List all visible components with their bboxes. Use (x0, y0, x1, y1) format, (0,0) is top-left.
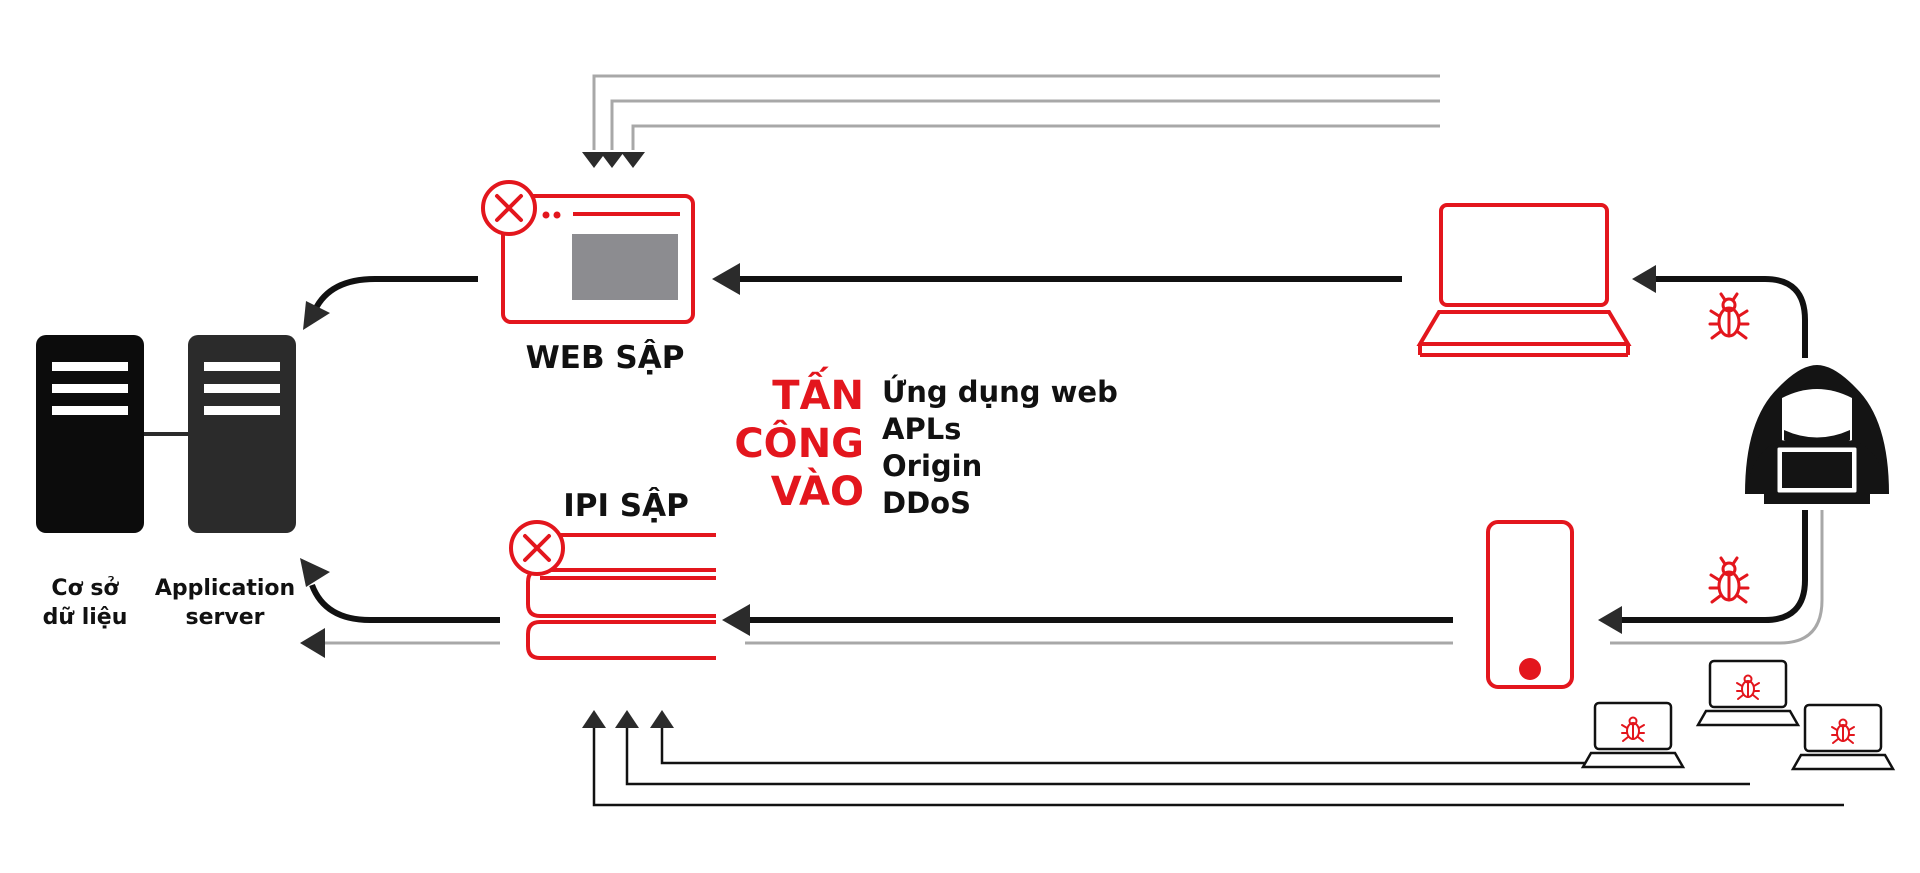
app-server-label: Application server (154, 576, 296, 630)
attack-target-item: Ứng dụng web (882, 375, 1118, 409)
hacker-icon (1745, 365, 1889, 504)
application-server-icon (188, 335, 296, 533)
flow-laptop-to-web (712, 263, 1402, 295)
attack-target-item: Origin (882, 449, 983, 483)
attack-heading-line: TẤN (772, 373, 864, 419)
attack-heading: TẤN CÔNG VÀO (720, 372, 864, 516)
bug-icon (1708, 292, 1750, 340)
top-feed-arrowheads (582, 152, 645, 168)
flow-phone-to-ipi (722, 604, 1453, 645)
flow-to-servers (309, 276, 500, 645)
attack-heading-line: CÔNG (734, 421, 864, 467)
flow-hacker-to-devices (1610, 276, 1824, 645)
mobile-phone-icon (1486, 520, 1574, 689)
bottom-feed-lines (592, 728, 1844, 807)
server-arrowheads (300, 301, 330, 658)
top-feed-lines (592, 74, 1440, 150)
bug-icon (1708, 556, 1750, 604)
device-arrowheads (1598, 265, 1656, 634)
web-down-label: WEB SẬP (525, 340, 685, 376)
database-label: Cơ sở dữ liệu (42, 576, 128, 630)
attack-target-item: APLs (882, 412, 962, 446)
infected-laptop-icon (1580, 701, 1686, 769)
ipi-down-label: IPI SẬP (563, 488, 689, 524)
infected-laptop-icon (1695, 659, 1801, 727)
database-server-icon (36, 335, 144, 533)
attack-heading-line: VÀO (770, 469, 864, 515)
laptop-icon (1416, 203, 1632, 357)
attack-target-item: DDoS (882, 486, 971, 520)
api-stack-error-icon (509, 520, 716, 660)
bottom-feed-arrowheads (582, 710, 674, 728)
attack-targets-list: Ứng dụng web APLs Origin DDoS (882, 374, 1118, 522)
infected-laptop-icon (1790, 703, 1896, 771)
web-browser-error-icon (481, 180, 695, 324)
